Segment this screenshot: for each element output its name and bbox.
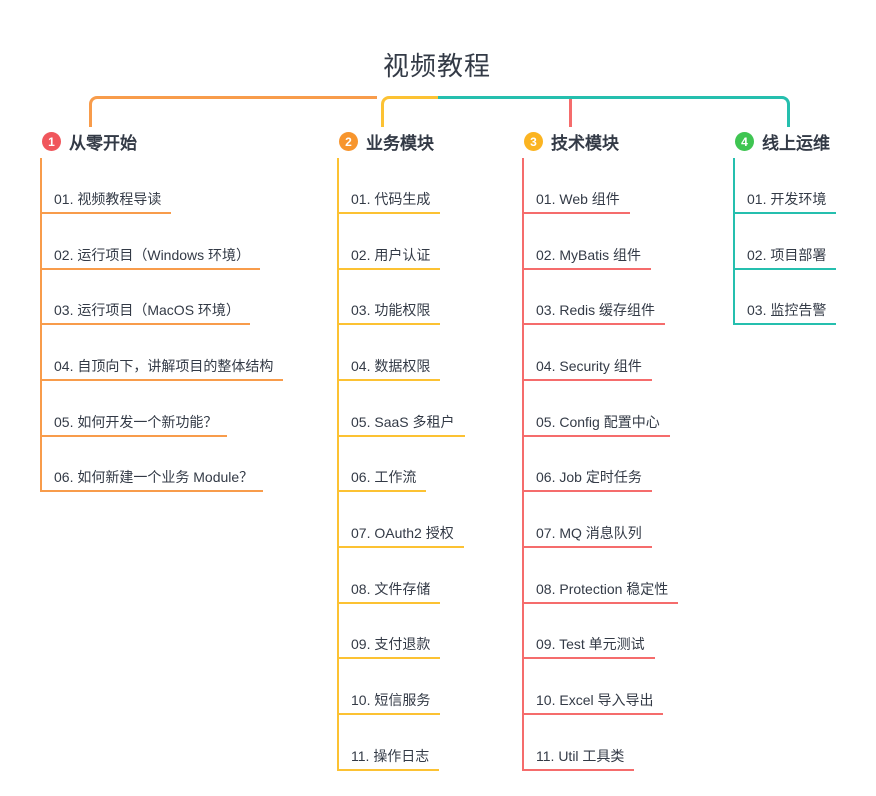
branch-label-1: 1 从零开始	[42, 129, 137, 154]
mindmap-root-title: 视频教程	[383, 51, 492, 81]
branch-rail-2	[337, 158, 339, 771]
branch-label-3: 3 技术模块	[524, 129, 619, 154]
branch-badge-icon: 4	[735, 132, 754, 151]
connector-branch-4	[437, 96, 790, 127]
mindmap-node-item: 03. 功能权限	[337, 297, 441, 325]
mindmap-node-item: 01. 视频教程导读	[40, 186, 172, 214]
mindmap-node-item: 06. 工作流	[337, 464, 427, 492]
mindmap-node-item: 11. Util 工具类	[522, 743, 635, 771]
mindmap-node-item: 02. 项目部署	[733, 242, 837, 270]
mindmap-node-item: 07. OAuth2 授权	[337, 520, 464, 548]
branch-label-4: 4 线上运维	[735, 129, 830, 154]
mindmap-node-item: 05. SaaS 多租户	[337, 409, 465, 437]
mindmap-node-item: 05. Config 配置中心	[522, 409, 670, 437]
mindmap-node-item: 01. Web 组件	[522, 186, 630, 214]
connector-branch-1	[89, 96, 377, 127]
branch-rail-3	[522, 158, 524, 771]
mindmap-node-item: 02. MyBatis 组件	[522, 242, 652, 270]
branch-rail-1	[40, 158, 42, 492]
mindmap-node-item: 03. Redis 缓存组件	[522, 297, 666, 325]
branch-badge-icon: 2	[339, 132, 358, 151]
mindmap-node-item: 06. Job 定时任务	[522, 464, 652, 492]
connector-branch-3	[569, 99, 572, 127]
mindmap-node-item: 05. 如何开发一个新功能？	[40, 409, 228, 437]
branch-label-text: 从零开始	[69, 134, 137, 153]
branch-badge-icon: 3	[524, 132, 543, 151]
branch-label-text: 技术模块	[551, 134, 619, 153]
mindmap-node-item: 10. Excel 导入导出	[522, 687, 664, 715]
branch-label-text: 线上运维	[762, 134, 830, 153]
branch-label-text: 业务模块	[366, 134, 434, 153]
mindmap-node-item: 04. Security 组件	[522, 353, 652, 381]
mindmap-node-item: 09. 支付退款	[337, 631, 441, 659]
mindmap-node-item: 03. 运行项目（MacOS 环境）	[40, 297, 250, 325]
mindmap-node-item: 03. 监控告警	[733, 297, 837, 325]
mindmap-node-item: 09. Test 单元测试	[522, 631, 655, 659]
mindmap-node-item: 11. 操作日志	[337, 743, 440, 771]
mindmap-node-item: 08. Protection 稳定性	[522, 576, 679, 604]
mindmap-node-item: 10. 短信服务	[337, 687, 441, 715]
branch-badge-icon: 1	[42, 132, 61, 151]
mindmap-node-item: 02. 用户认证	[337, 242, 441, 270]
mindmap-node-item: 06. 如何新建一个业务 Module？	[40, 464, 264, 492]
mindmap-node-item: 08. 文件存储	[337, 576, 441, 604]
connector-branch-2	[381, 96, 438, 127]
mindmap-node-item: 07. MQ 消息队列	[522, 520, 652, 548]
mindmap-node-item: 02. 运行项目（Windows 环境）	[40, 242, 261, 270]
mindmap-node-item: 01. 开发环境	[733, 186, 837, 214]
branch-label-2: 2 业务模块	[339, 129, 434, 154]
mindmap-node-item: 04. 自顶向下，讲解项目的整体结构	[40, 353, 284, 381]
branch-rail-4	[733, 158, 735, 325]
mindmap-node-item: 04. 数据权限	[337, 353, 441, 381]
mindmap-node-item: 01. 代码生成	[337, 186, 441, 214]
